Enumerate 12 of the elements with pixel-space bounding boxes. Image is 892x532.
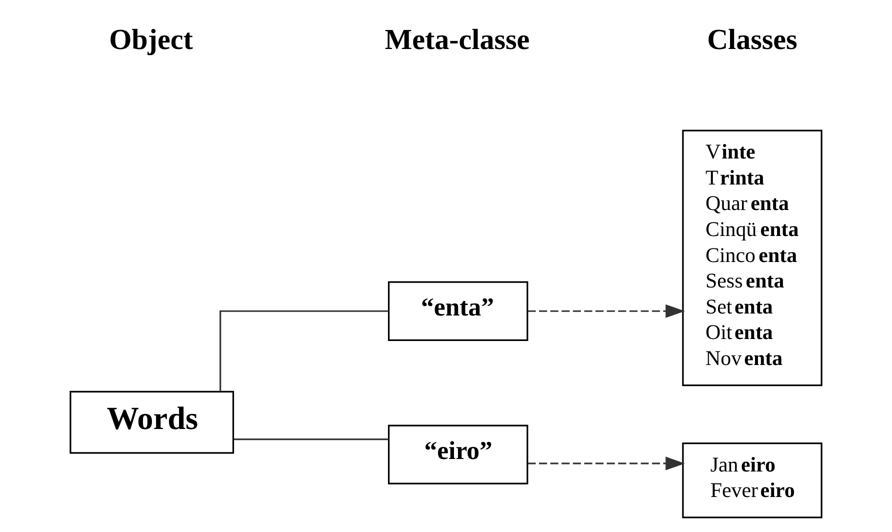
connector [220,310,389,392]
label: Classes [707,24,798,56]
label: Object [109,24,193,56]
node-box: “eiro” [388,424,528,484]
arrow [528,456,685,470]
arrow [528,304,685,318]
connector [234,438,389,440]
label: Meta-classe [384,24,530,56]
node-box: Janeiro Fevereiro [682,442,822,518]
node-box: Vinte Trinta Quarenta Cinqüenta Cincoenta Sessenta Setenta Oitenta Noventa [682,130,822,386]
node-box: Words [70,390,234,454]
node-box: “enta” [388,281,528,341]
